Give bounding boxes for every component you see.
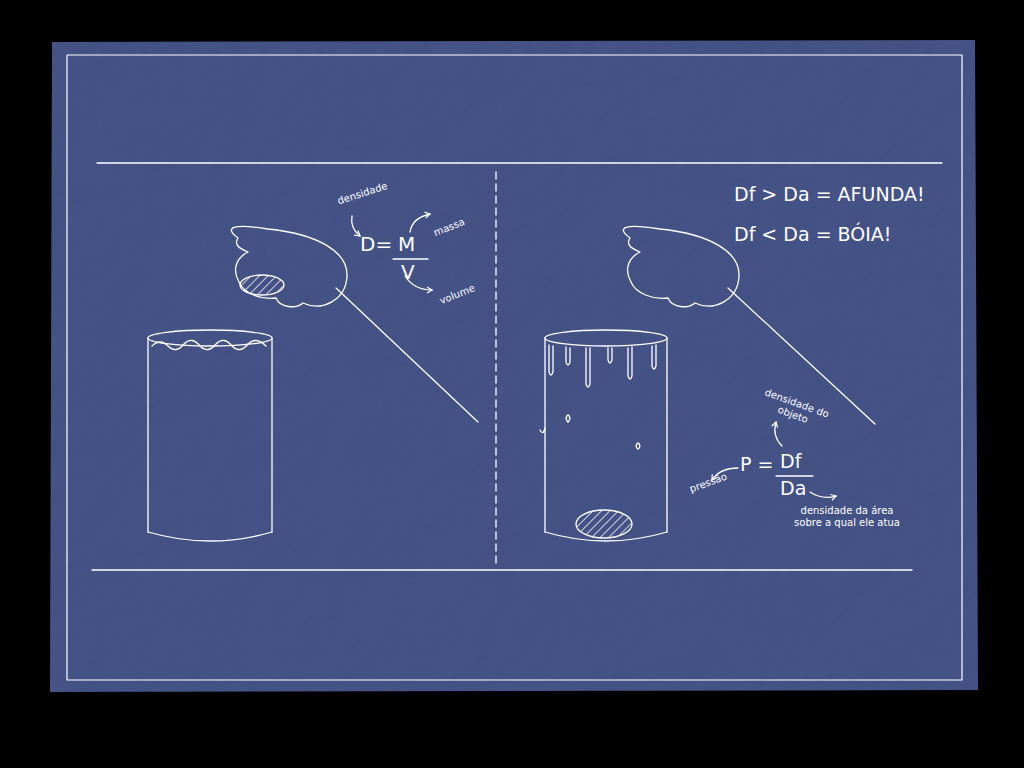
rule — [97, 162, 942, 163]
divider — [495, 172, 496, 565]
rule-text: Df < Da = BÓIA! — [734, 224, 891, 246]
frame — [67, 55, 962, 680]
rule — [92, 569, 912, 570]
formula-text: Da — [780, 478, 806, 500]
fraction-bar — [393, 258, 428, 259]
hand-dropper — [623, 226, 875, 424]
paper — [50, 40, 978, 692]
rule-text: Df > Da = AFUNDA! — [734, 184, 925, 206]
leader-arrows — [352, 214, 836, 497]
beaker — [148, 330, 272, 541]
formula-text: M — [398, 233, 415, 256]
note-label: densidade da área sobre a qual ele atua — [792, 505, 902, 528]
hand-dropper — [231, 226, 478, 422]
paper-texture — [50, 40, 978, 692]
formula-text: P = — [740, 454, 773, 476]
formula-text: V — [401, 261, 415, 284]
formula-text: D= — [360, 233, 392, 256]
formula-text: Df — [780, 451, 801, 473]
beaker — [540, 330, 667, 541]
fraction-bar — [776, 475, 813, 476]
